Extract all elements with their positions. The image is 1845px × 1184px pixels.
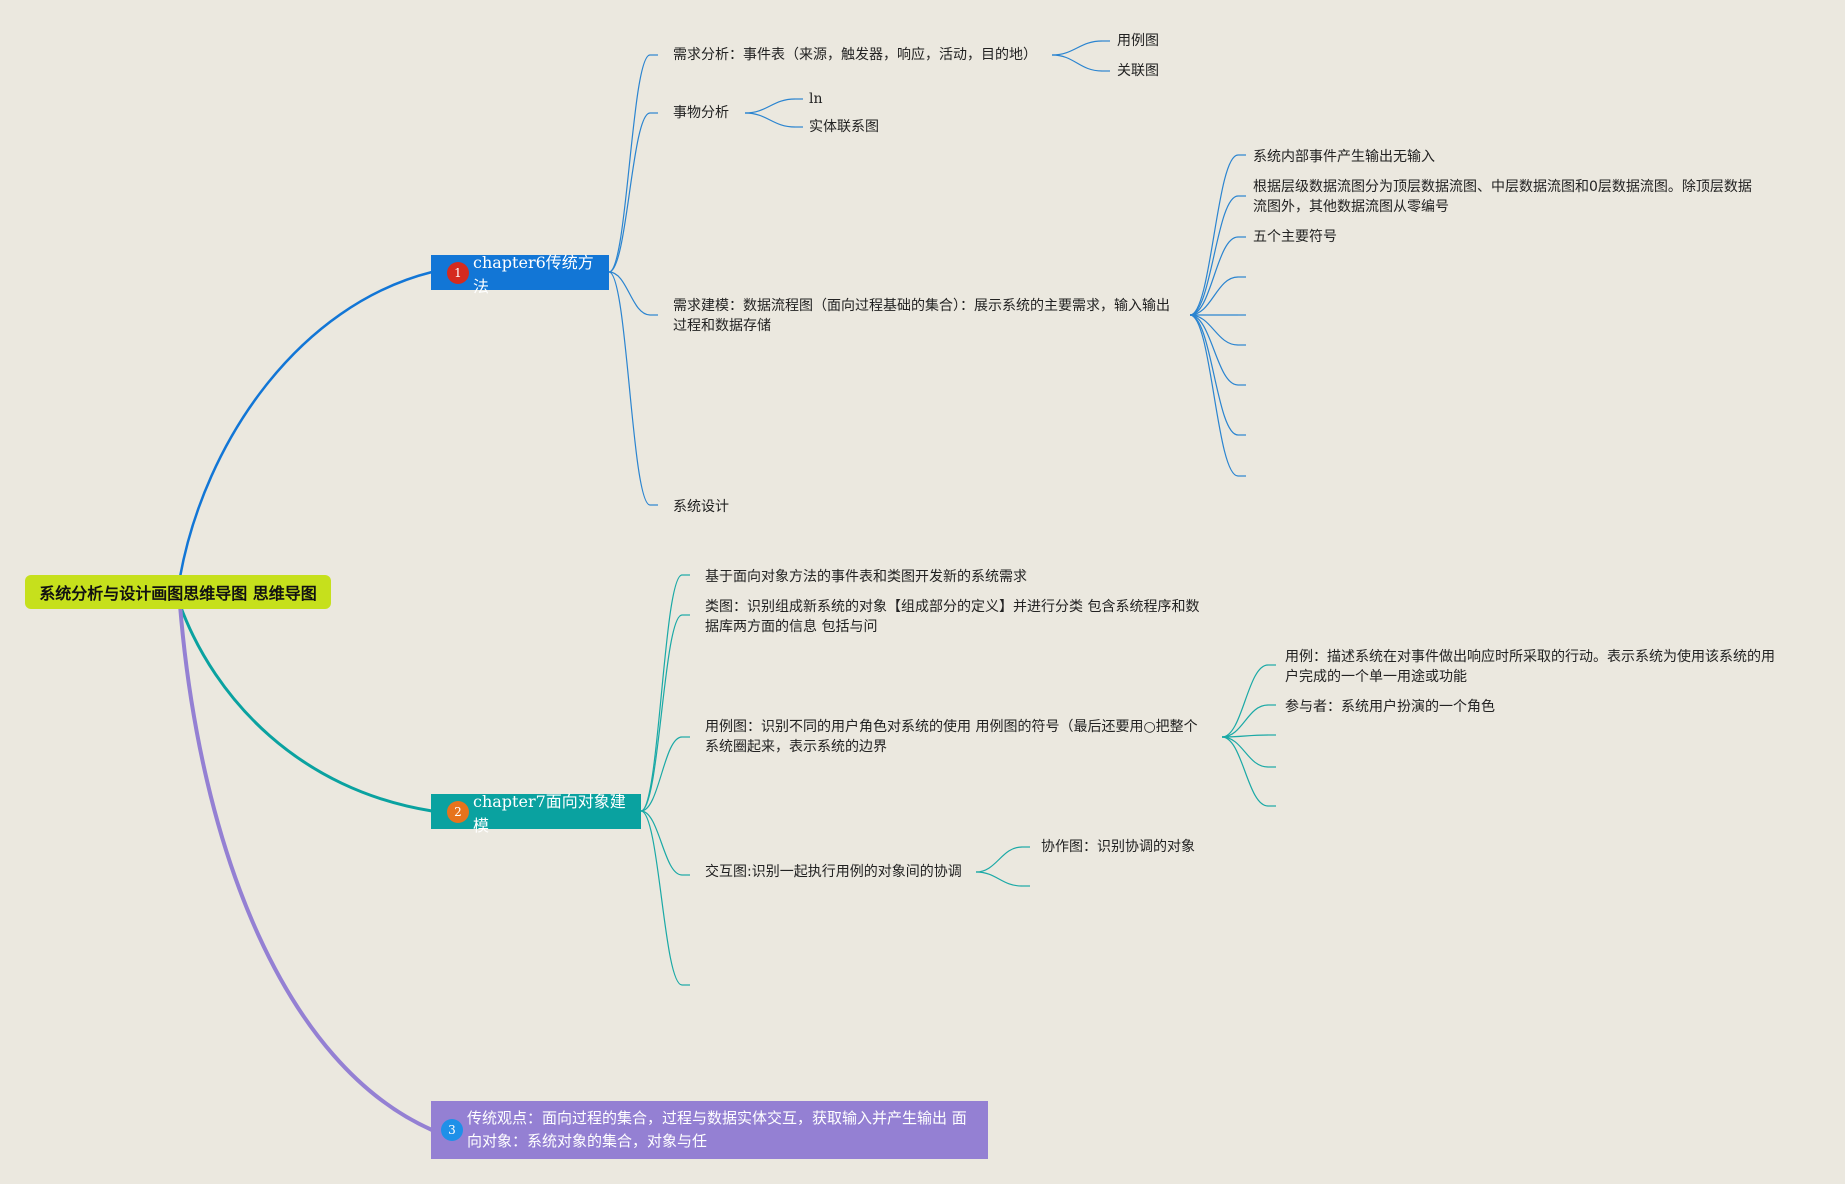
usecase-link-3 bbox=[1221, 736, 1269, 768]
interaction-link-empty bbox=[975, 871, 1023, 887]
things-analysis-item[interactable]: 事物分析 bbox=[673, 105, 729, 121]
context-diagram-item[interactable]: 关联图 bbox=[1117, 63, 1159, 79]
root-to-branch3-line bbox=[178, 603, 434, 1132]
ch6-link-things bbox=[608, 112, 651, 273]
req-link-usecase bbox=[1051, 40, 1103, 56]
class-diagram-item[interactable]: 类图：识别组成新系统的对象【组成部分的定义】并进行分类 包含系统程序和数据库两方… bbox=[705, 599, 1200, 635]
chapter6-node[interactable]: 1 chapter6传统方法 bbox=[431, 253, 609, 296]
interaction-diagram-item[interactable]: 交互图:识别一起执行用例的对象间的协调 bbox=[705, 864, 962, 880]
chapter7-node[interactable]: 2 chapter7面向对象建模 bbox=[431, 792, 641, 835]
root-to-chapter6-line bbox=[178, 270, 434, 579]
root-node[interactable]: 系统分析与设计画图思维导图 思维导图 bbox=[25, 575, 331, 609]
ch6-link-design bbox=[608, 271, 651, 506]
erd-item[interactable]: 实体联系图 bbox=[809, 119, 879, 135]
actor-item[interactable]: 参与者：系统用户扮演的一个角色 bbox=[1285, 699, 1495, 715]
ch7-link-class bbox=[640, 614, 683, 812]
req-link-context bbox=[1051, 54, 1103, 72]
modeling-link-0 bbox=[1189, 154, 1239, 316]
ch6-link-modeling bbox=[608, 271, 651, 316]
ch7-link-interaction bbox=[640, 810, 683, 876]
root-to-chapter7-line bbox=[178, 603, 434, 813]
ln-item[interactable]: ln bbox=[809, 91, 823, 107]
ch7-link-use-case bbox=[640, 736, 683, 812]
oo-events-item[interactable]: 基于面向对象方法的事件表和类图开发新的系统需求 bbox=[705, 569, 1027, 585]
branch3-node[interactable]: 3 传统观点：面向过程的集合，过程与数据实体交互，获取输入并产生输出 面向对象：… bbox=[431, 1101, 988, 1159]
modeling-link-5 bbox=[1189, 314, 1239, 346]
use-case-diagram-item[interactable]: 用例图 bbox=[1117, 33, 1159, 49]
chapter6-label: chapter6传统方法 bbox=[473, 252, 594, 296]
modeling-link-7 bbox=[1189, 314, 1239, 436]
system-design-item[interactable]: 系统设计 bbox=[673, 499, 729, 515]
ch6-link-requirements bbox=[608, 54, 651, 273]
branch3-label: 传统观点：面向过程的集合，过程与数据实体交互，获取输入并产生输出 面向对象：系统… bbox=[467, 1109, 967, 1150]
number-3-badge-icon: 3 bbox=[441, 1119, 463, 1141]
modeling-link-8 bbox=[1189, 314, 1239, 477]
chapter7-label: chapter7面向对象建模 bbox=[473, 791, 626, 835]
modeling-link-1 bbox=[1189, 195, 1239, 316]
number-2-badge-icon: 2 bbox=[447, 800, 469, 823]
use-case-definition-item[interactable]: 用例：描述系统在对事件做出响应时所采取的行动。表示系统为使用该系统的用户完成的一… bbox=[1285, 649, 1775, 685]
modeling-link-2 bbox=[1189, 236, 1239, 316]
usecase-link-2 bbox=[1221, 734, 1269, 738]
modeling-link-6 bbox=[1189, 314, 1239, 386]
requirements-modeling-item[interactable]: 需求建模：数据流程图（面向过程基础的集合）：展示系统的主要需求，输入输出过程和数… bbox=[673, 298, 1170, 334]
things-link-erd bbox=[744, 112, 796, 128]
collaboration-diagram-item[interactable]: 协作图：识别协调的对象 bbox=[1041, 839, 1195, 855]
dfd-levels-item[interactable]: 根据层级数据流图分为顶层数据流图、中层数据流图和0层数据流图。除顶层数据流图外，… bbox=[1253, 179, 1752, 215]
modeling-link-3 bbox=[1189, 276, 1239, 316]
five-symbols-item[interactable]: 五个主要符号 bbox=[1253, 229, 1337, 245]
things-link-ln bbox=[744, 98, 796, 114]
usecase-link-1 bbox=[1221, 704, 1269, 738]
usecase-link-4 bbox=[1221, 736, 1269, 807]
usecase-link-0 bbox=[1221, 664, 1269, 738]
use-case-item[interactable]: 用例图：识别不同的用户角色对系统的使用 用例图的符号（最后还要用○把整个系统圈起… bbox=[705, 719, 1198, 755]
ch7-link-oo-events bbox=[640, 574, 683, 812]
internal-events-item[interactable]: 系统内部事件产生输出无输入 bbox=[1253, 149, 1435, 165]
interaction-link-collab bbox=[975, 846, 1023, 873]
requirements-analysis-item[interactable]: 需求分析：事件表（来源，触发器，响应，活动，目的地） bbox=[673, 47, 1037, 63]
ch7-link-empty bbox=[640, 810, 683, 986]
number-1-badge-icon: 1 bbox=[447, 261, 469, 284]
